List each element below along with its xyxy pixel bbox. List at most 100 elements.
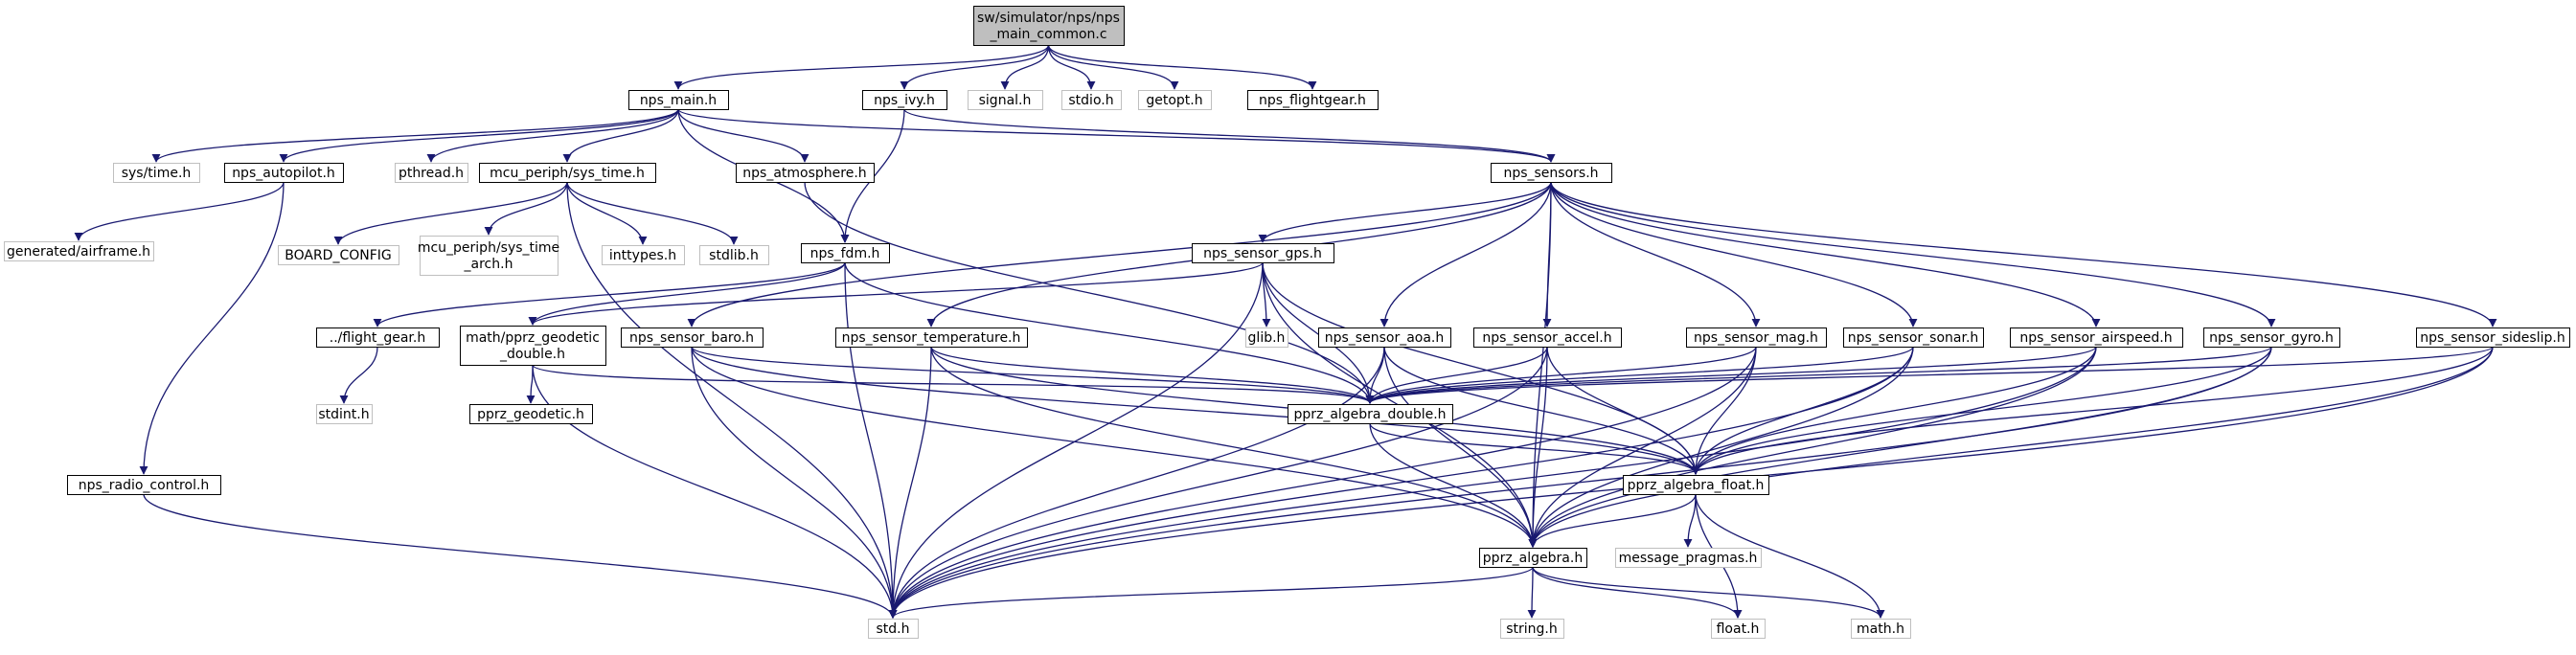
node-nps-flightgear[interactable]: nps_flightgear.h: [1247, 90, 1379, 110]
node-box: [278, 245, 399, 265]
node-nps-sensor-accel[interactable]: nps_sensor_accel.h: [1473, 328, 1622, 348]
node-box: [2416, 328, 2570, 348]
node-nps-sensors[interactable]: nps_sensors.h: [1491, 163, 1612, 183]
node-nps-sensor-sideslip[interactable]: nps_sensor_sideslip.h: [2416, 328, 2570, 348]
node-nps-radio-control[interactable]: nps_radio_control.h: [67, 475, 221, 495]
node-nps-sensor-gyro[interactable]: nps_sensor_gyro.h: [2203, 328, 2340, 348]
edge-nps_sensor_gyro-to-pprz_algebra_float: [1691, 346, 2272, 475]
node-label: nps_autopilot.h: [232, 166, 335, 181]
node-signal: signal.h: [968, 90, 1043, 110]
edge-nps_fdm-to-std: [844, 261, 898, 619]
node-stdio: stdio.h: [1061, 90, 1122, 110]
edge-nps_sensor_aoa-to-std: [888, 346, 1385, 619]
node-nps-sensor-temperature[interactable]: nps_sensor_temperature.h: [835, 328, 1028, 348]
node-message-pragmas: message_pragmas.h: [1615, 548, 1762, 568]
node-nps-sensor-mag[interactable]: nps_sensor_mag.h: [1686, 328, 1827, 348]
edge-nps_sensor_gps-to-pprz_algebra_float: [1262, 261, 1700, 475]
node-label: std.h: [877, 621, 910, 637]
node-label: nps_radio_control.h: [79, 478, 210, 493]
edge-nps_sensors-to-nps_sensor_gyro: [1550, 181, 2276, 328]
node-label: ../flight_gear.h: [330, 330, 425, 346]
node-label: string.h: [1506, 621, 1558, 637]
edge-mcu_sys_time-to-std: [566, 181, 898, 619]
node-box: [973, 6, 1125, 46]
node-string: string.h: [1500, 619, 1564, 639]
edge-nps_sensor_sonar-to-std: [888, 346, 1914, 619]
edge-nps_sensor_airspeed-to-pprz_algebra_float: [1691, 346, 2097, 475]
node-box: [628, 90, 729, 110]
node-pprz-algebra-float[interactable]: pprz_algebra_float.h: [1623, 475, 1769, 495]
node-flight-gear[interactable]: ../flight_gear.h: [316, 328, 440, 348]
node-sys-time: sys/time.h: [113, 163, 200, 183]
node-nps-sensor-gps[interactable]: nps_sensor_gps.h: [1192, 243, 1334, 263]
node-nps-fdm[interactable]: nps_fdm.h: [801, 243, 890, 263]
node-box: [2010, 328, 2183, 348]
edge-root-to-nps_main: [673, 44, 1050, 90]
node-box: [602, 245, 685, 265]
node-board-config: BOARD_CONFIG: [278, 245, 399, 265]
node-nps-main[interactable]: nps_main.h: [628, 90, 729, 110]
node-label: nps_sensor_sideslip.h: [2420, 330, 2565, 346]
node-label: nps_ivy.h: [874, 93, 935, 108]
node-box: [1473, 328, 1622, 348]
edge-nps_sensor_baro-to-std: [691, 346, 898, 619]
node-nps-ivy[interactable]: nps_ivy.h: [862, 90, 947, 110]
node-box: [1843, 328, 1984, 348]
node-mcu-sys-time[interactable]: mcu_periph/sys_time.h: [479, 163, 656, 183]
node-pprz-algebra[interactable]: pprz_algebra.h: [1479, 548, 1587, 568]
node-nps-sensor-airspeed[interactable]: nps_sensor_airspeed.h: [2010, 328, 2183, 348]
edge-root-to-nps_flightgear: [1047, 44, 1317, 90]
edge-nps_main-to-sys_time: [151, 108, 679, 163]
edge-nps_sensor_gps-to-pprz_geodetic_double: [528, 261, 1264, 326]
edge-nps_sensor_accel-to-pprz_algebra_double: [1365, 346, 1548, 404]
node-box: [621, 328, 764, 348]
node-label: nps_sensor_airspeed.h: [2019, 330, 2172, 346]
node-box: [479, 163, 656, 183]
node-box: [1615, 548, 1762, 568]
node-root[interactable]: sw/simulator/nps/nps_main_common.c: [973, 6, 1125, 46]
node-label: nps_sensor_gps.h: [1203, 246, 1322, 261]
node-pprz-geodetic[interactable]: pprz_geodetic.h: [469, 404, 593, 424]
node-box: [1247, 90, 1379, 110]
edge-nps_main-to-nps_autopilot: [279, 108, 679, 163]
node-label: math/pprz_geodetic: [466, 330, 600, 346]
node-box: [469, 404, 593, 424]
edge-nps_sensor_temperature-to-std: [888, 346, 932, 619]
node-nps-sensor-baro[interactable]: nps_sensor_baro.h: [621, 328, 764, 348]
edge-nps_fdm-to-pprz_algebra_double: [844, 261, 1375, 404]
node-box: [316, 404, 373, 424]
edge-nps_fdm-to-pprz_geodetic_double: [528, 261, 846, 326]
node-box: [1192, 243, 1334, 263]
node-label: _double.h: [499, 347, 565, 362]
node-label: mcu_periph/sys_time: [418, 240, 559, 256]
node-label: _arch.h: [464, 257, 513, 272]
node-box: [2203, 328, 2340, 348]
node-box: [868, 619, 919, 639]
node-pprz-algebra-double[interactable]: pprz_algebra_double.h: [1288, 404, 1453, 424]
edge-nps_sensor_gps-to-pprz_algebra_double: [1262, 261, 1375, 404]
edge-nps_sensor_sonar-to-pprz_algebra_double: [1365, 346, 1914, 404]
node-box: [736, 163, 875, 183]
node-inttypes: inttypes.h: [602, 245, 685, 265]
node-box: [1061, 90, 1122, 110]
edge-nps_fdm-to-flight_gear: [373, 261, 846, 328]
node-nps-sensor-aoa[interactable]: nps_sensor_aoa.h: [1318, 328, 1451, 348]
node-pthread: pthread.h: [395, 163, 468, 183]
edge-nps_sensor_airspeed-to-pprz_algebra: [1528, 346, 2097, 548]
edge-nps_sensors-to-nps_sensor_gps: [1258, 181, 1552, 243]
edge-root-to-stdio: [1047, 44, 1096, 90]
edge-nps_main-to-nps_sensors: [677, 108, 1556, 163]
node-nps-autopilot[interactable]: nps_autopilot.h: [224, 163, 344, 183]
node-nps-sensor-sonar[interactable]: nps_sensor_sonar.h: [1843, 328, 1984, 348]
node-nps-atmosphere[interactable]: nps_atmosphere.h: [736, 163, 875, 183]
node-label: nps_sensor_temperature.h: [842, 330, 1021, 346]
edge-nps_sensor_temperature-to-pprz_algebra: [930, 346, 1538, 548]
node-box: [1623, 475, 1769, 495]
node-label: nps_flightgear.h: [1259, 93, 1366, 108]
edge-nps_sensor_airspeed-to-pprz_algebra_double: [1365, 346, 2097, 404]
edge-nps_sensor_accel-to-pprz_algebra_float: [1546, 346, 1700, 475]
edge-nps_atmosphere-to-pprz_algebra_double: [804, 181, 1375, 404]
edge-nps_sensor_sideslip-to-pprz_algebra: [1528, 346, 2494, 548]
node-pprz-geodetic-double[interactable]: math/pprz_geodetic_double.h: [460, 326, 606, 366]
